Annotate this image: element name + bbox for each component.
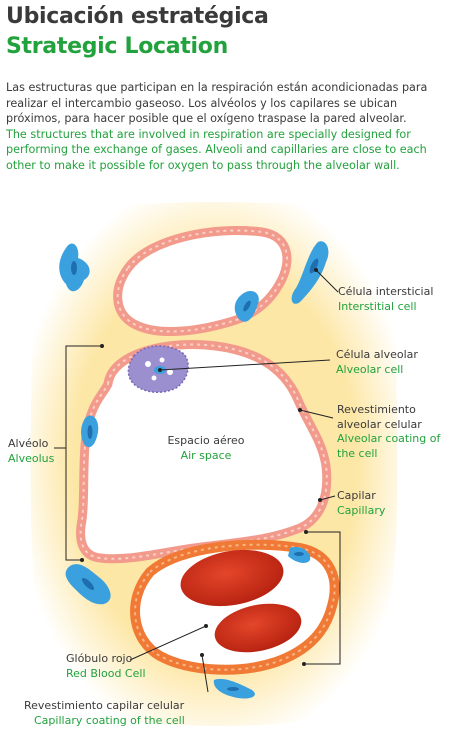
label-air-space: Espacio aéreo Air space — [167, 434, 245, 462]
interstitial-cell — [291, 241, 329, 304]
red-blood-cell — [180, 549, 284, 607]
label-capillary: Capilar Capillary — [337, 489, 386, 517]
title-spanish: Ubicación estratégica — [6, 4, 269, 29]
interstitial-cell — [81, 415, 99, 448]
leader-lines — [54, 269, 341, 693]
interstitial-cell — [213, 678, 255, 699]
leader-dots — [80, 268, 322, 666]
intro-english: The structures that are involved in resp… — [6, 127, 427, 172]
red-blood-cell — [214, 603, 302, 653]
label-capillary-coating: Revestimiento capilar celular Capillary … — [24, 699, 185, 727]
label-alveolus: Alvéolo Alveolus — [8, 437, 55, 465]
interstitial-cell — [59, 243, 90, 292]
intro-block: Las estructuras que participan en la res… — [6, 80, 446, 173]
intro-spanish: Las estructuras que participan en la res… — [6, 81, 428, 125]
interstitial-cell — [65, 564, 111, 605]
title-english: Strategic Location — [6, 34, 228, 59]
interstitial-cell — [288, 546, 311, 563]
interstitial-cell — [234, 290, 259, 322]
label-interstitial-cell: Célula intersticial Interstitial cell — [338, 285, 434, 313]
label-red-blood-cell: Glóbulo rojo Red Blood Cell — [66, 652, 146, 680]
label-alveolar-coating: Revestimiento alveolar celular Alveolar … — [337, 403, 441, 460]
label-alveolar-cell: Célula alveolar Alveolar cell — [336, 348, 418, 376]
